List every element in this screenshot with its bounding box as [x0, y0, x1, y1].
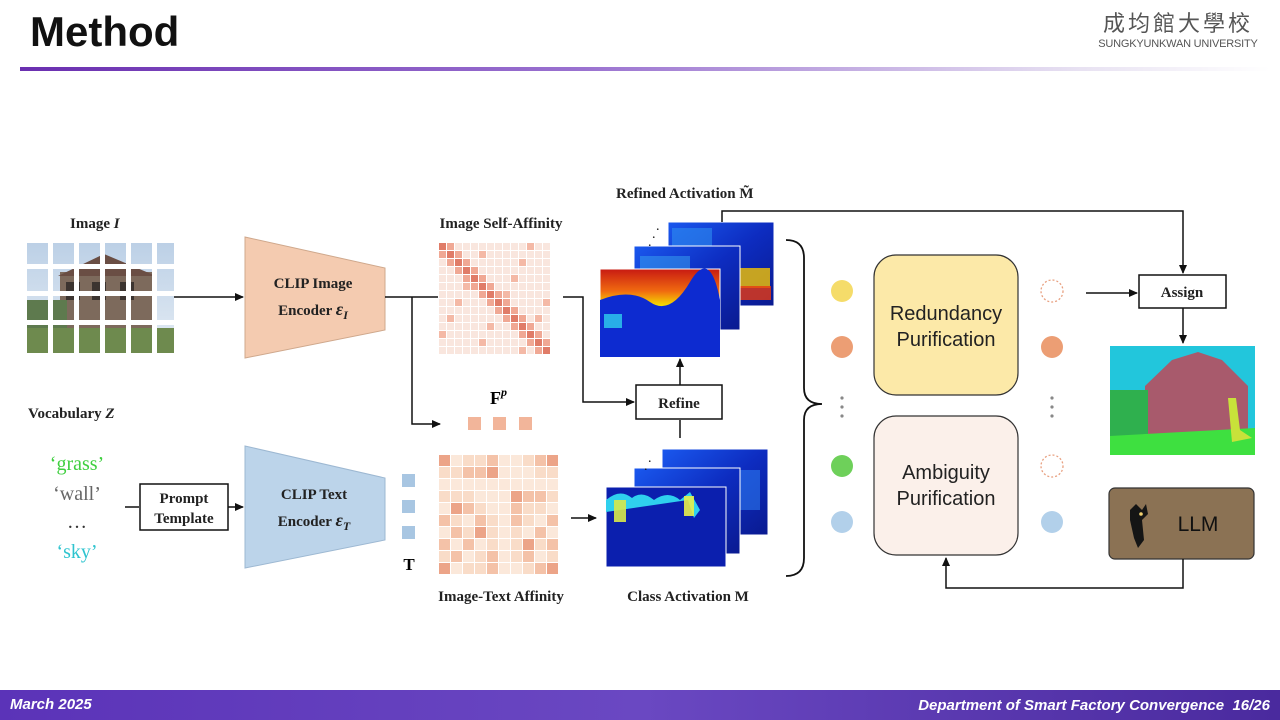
redundancy-line2: Purification — [897, 329, 996, 351]
clip-text-encoder-line1: CLIP Text — [281, 487, 347, 503]
self-affinity-matrix — [439, 243, 550, 354]
university-logo: 成均館大學校 SUNGKYUNKWAN UNIVERSITY — [1088, 12, 1268, 50]
purified-dots-ellipsis — [1050, 396, 1054, 418]
purified-dot-empty-top — [1040, 279, 1064, 303]
text-token-column — [402, 474, 415, 539]
footer-bar: March 2025 Department of Smart Factory C… — [0, 690, 1280, 720]
clip-image-encoder — [244, 236, 386, 359]
self-affinity-label: Image Self-Affinity — [440, 216, 563, 232]
title-divider — [20, 67, 1270, 71]
patch-feature-label: Fp — [490, 385, 507, 408]
ambiguity-line2: Purification — [897, 488, 996, 510]
refined-activation-label: Refined Activation M̃ — [616, 185, 754, 202]
svg-text:.: . — [648, 235, 652, 250]
method-diagram: Image I Vocabulary Z ‘grass’ ‘wall’ … ‘s… — [27, 185, 1255, 605]
clip-image-encoder-line2: Encoder εI — [278, 299, 349, 322]
input-class-dot-yellow — [831, 280, 853, 302]
prompt-template-line2: Template — [154, 511, 214, 527]
footer-department-page: Department of Smart Factory Convergence … — [918, 697, 1270, 714]
patch-feature-tokens — [468, 417, 532, 430]
vocabulary-label: Vocabulary Z — [28, 406, 115, 422]
purified-dot-blue — [1041, 511, 1063, 533]
prompt-template-line1: Prompt — [160, 491, 209, 507]
text-feature-label: T — [403, 555, 415, 574]
image-patch-grid — [27, 243, 174, 353]
footer-page-number: 16/26 — [1232, 697, 1270, 714]
class-activation-stack: . . — [605, 448, 769, 568]
refined-to-assign-line — [721, 210, 1187, 274]
image-label: Image I — [70, 216, 121, 232]
class-activation-label: Class Activation M — [627, 589, 749, 605]
clip-image-encoder-line1: CLIP Image — [274, 276, 353, 292]
refined-activation-stack: . . . — [599, 219, 775, 358]
refine-label: Refine — [658, 396, 700, 412]
input-class-dots-ellipsis — [840, 396, 844, 418]
patch-feature-arrow — [411, 297, 441, 428]
clip-text-encoder — [244, 445, 386, 569]
ambiguity-line1: Ambiguity — [902, 462, 990, 484]
image-text-affinity-matrix — [439, 455, 558, 574]
svg-text:.: . — [652, 227, 656, 242]
input-class-dot-blue — [831, 511, 853, 533]
image-text-affinity-label: Image-Text Affinity — [438, 589, 564, 605]
assign-label: Assign — [1161, 285, 1204, 301]
purified-dot-empty-bottom — [1040, 454, 1064, 478]
slide-title: Method — [30, 8, 180, 55]
llm-to-ambiguity-arrow — [942, 557, 1184, 589]
input-class-dot-green — [831, 455, 853, 477]
segmentation-result-image — [1110, 346, 1255, 455]
vocab-word-sky: ‘sky’ — [56, 541, 97, 563]
ambiguity-purification-box — [873, 415, 1019, 556]
redundancy-line1: Redundancy — [890, 303, 1002, 325]
curly-brace — [785, 239, 823, 577]
logo-english-text: SUNGKYUNKWAN UNIVERSITY — [1098, 38, 1258, 50]
llm-label: LLM — [1178, 513, 1219, 536]
svg-text:.: . — [648, 451, 652, 466]
svg-text:.: . — [644, 459, 648, 474]
footer-date: March 2025 — [10, 696, 92, 713]
vocab-word-wall: ‘wall’ — [53, 483, 101, 505]
clip-text-encoder-line2: Encoder εT — [278, 510, 351, 533]
refine-box — [635, 384, 723, 420]
svg-text:.: . — [656, 219, 660, 234]
footer-department: Department of Smart Factory Convergence — [918, 697, 1225, 714]
logo-chinese-text: 成均館大學校 — [1102, 12, 1253, 37]
self-affinity-to-refine-arrow — [563, 296, 635, 406]
llm-icon — [1130, 504, 1148, 548]
vocab-ellipsis: … — [67, 511, 87, 533]
prompt-template-box — [139, 483, 229, 531]
redundancy-purification-box — [873, 254, 1019, 396]
input-class-dot-orange — [831, 336, 853, 358]
vocab-word-grass: ‘grass’ — [50, 453, 104, 475]
purified-dot-orange — [1041, 336, 1063, 358]
